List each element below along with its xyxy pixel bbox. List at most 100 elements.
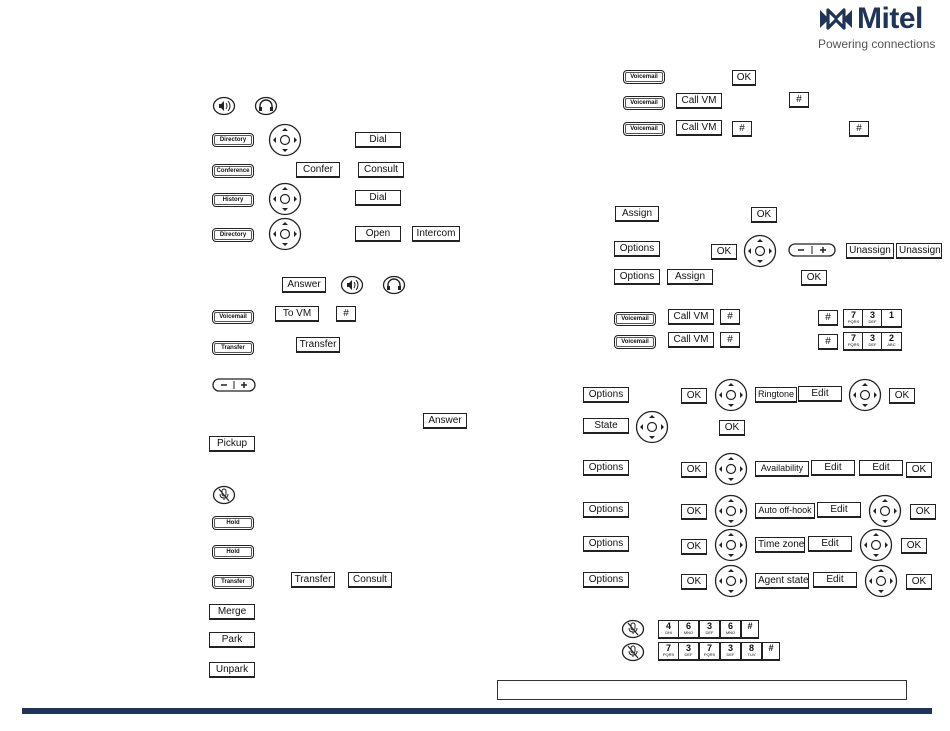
ok-softkey[interactable]: OK [719,420,745,436]
hash-softkey[interactable]: # [818,310,838,326]
state-softkey[interactable]: State [583,418,629,434]
keypad-key-hash[interactable]: # [762,642,780,661]
ok-softkey[interactable]: OK [910,504,936,520]
consult-softkey[interactable]: Consult [358,162,404,178]
headset-icon[interactable] [254,96,278,116]
availability-softkey[interactable]: Availability [755,461,809,477]
call-vm-softkey[interactable]: Call VM [676,120,722,136]
ringtone-softkey[interactable]: Ringtone [755,387,797,403]
hash-softkey[interactable]: # [849,121,869,137]
options-softkey[interactable]: Options [614,241,660,257]
voicemail-key[interactable]: Voicemail [212,310,254,324]
voicemail-key[interactable]: Voicemail [623,122,665,136]
edit-softkey[interactable]: Edit [813,572,857,588]
ok-softkey[interactable]: OK [901,538,927,554]
options-softkey[interactable]: Options [614,269,660,285]
confer-softkey[interactable]: Confer [296,162,340,178]
nav-pad-icon[interactable] [864,564,898,598]
ok-softkey[interactable]: OK [906,462,932,478]
nav-pad-icon[interactable] [859,528,893,562]
keypad-key-1[interactable]: 1 [881,309,902,328]
nav-pad-icon[interactable] [714,528,748,562]
nav-pad-icon[interactable] [714,452,748,486]
edit-softkey[interactable]: Edit [811,460,855,476]
ok-softkey[interactable]: OK [681,388,707,404]
hash-softkey[interactable]: # [818,334,838,350]
volume-rocker-icon[interactable] [212,378,256,392]
transfer-softkey[interactable]: Transfer [291,572,335,588]
ok-softkey[interactable]: OK [889,388,915,404]
nav-pad-icon[interactable] [714,564,748,598]
answer-softkey[interactable]: Answer [423,413,467,429]
ok-softkey[interactable]: OK [681,574,707,590]
agent-state-softkey[interactable]: Agent state [755,573,809,589]
ok-softkey[interactable]: OK [681,539,707,555]
keypad-key-hash[interactable]: # [741,620,759,639]
hash-softkey[interactable]: # [789,92,809,108]
ok-softkey[interactable]: OK [681,462,707,478]
hash-softkey[interactable]: # [732,121,752,137]
open-softkey[interactable]: Open [355,226,401,242]
assign-softkey[interactable]: Assign [667,269,713,285]
hash-softkey[interactable]: # [720,332,740,348]
options-softkey[interactable]: Options [583,387,629,403]
voicemail-key[interactable]: Voicemail [623,96,665,110]
transfer-key[interactable]: Transfer [212,341,254,355]
unpark-softkey[interactable]: Unpark [209,662,255,678]
nav-pad-icon[interactable] [743,234,777,268]
merge-softkey[interactable]: Merge [209,604,255,620]
assign-softkey[interactable]: Assign [615,206,659,222]
options-softkey[interactable]: Options [583,502,629,518]
transfer-key[interactable]: Transfer [212,575,254,589]
options-softkey[interactable]: Options [583,460,629,476]
voicemail-key[interactable]: Voicemail [614,312,656,326]
voicemail-key[interactable]: Voicemail [623,70,665,84]
ok-softkey[interactable]: OK [711,244,737,260]
nav-pad-icon[interactable] [268,123,302,157]
hold-key[interactable]: Hold [212,545,254,559]
ok-softkey[interactable]: OK [906,574,932,590]
edit-softkey[interactable]: Edit [817,502,861,518]
mute-icon[interactable] [621,642,645,662]
unassign-softkey[interactable]: Unassign [896,243,942,259]
auto-offhook-softkey[interactable]: Auto off-hook [755,503,815,519]
call-vm-softkey[interactable]: Call VM [676,93,722,109]
edit-softkey[interactable]: Edit [859,460,903,476]
unassign-softkey[interactable]: Unassign [846,243,894,259]
speaker-icon[interactable] [340,275,364,295]
mute-icon[interactable] [212,485,236,505]
speaker-icon[interactable] [212,96,236,116]
options-softkey[interactable]: Options [583,536,629,552]
directory-key[interactable]: Directory [212,228,254,242]
answer-softkey[interactable]: Answer [282,277,326,293]
nav-pad-icon[interactable] [268,217,302,251]
edit-softkey[interactable]: Edit [798,386,842,402]
volume-rocker-icon[interactable] [788,243,836,257]
nav-pad-icon[interactable] [848,378,882,412]
call-vm-softkey[interactable]: Call VM [668,309,714,325]
nav-pad-icon[interactable] [635,410,669,444]
hold-key[interactable]: Hold [212,516,254,530]
ok-softkey[interactable]: OK [751,207,777,223]
voicemail-key[interactable]: Voicemail [614,335,656,349]
edit-softkey[interactable]: Edit [808,536,852,552]
ok-softkey[interactable]: OK [732,70,756,86]
options-softkey[interactable]: Options [583,572,629,588]
hash-softkey[interactable]: # [336,306,356,322]
dial-softkey[interactable]: Dial [355,190,401,206]
to-vm-softkey[interactable]: To VM [275,306,319,322]
nav-pad-icon[interactable] [268,182,302,216]
pickup-softkey[interactable]: Pickup [209,436,255,452]
directory-key[interactable]: Directory [212,133,254,147]
